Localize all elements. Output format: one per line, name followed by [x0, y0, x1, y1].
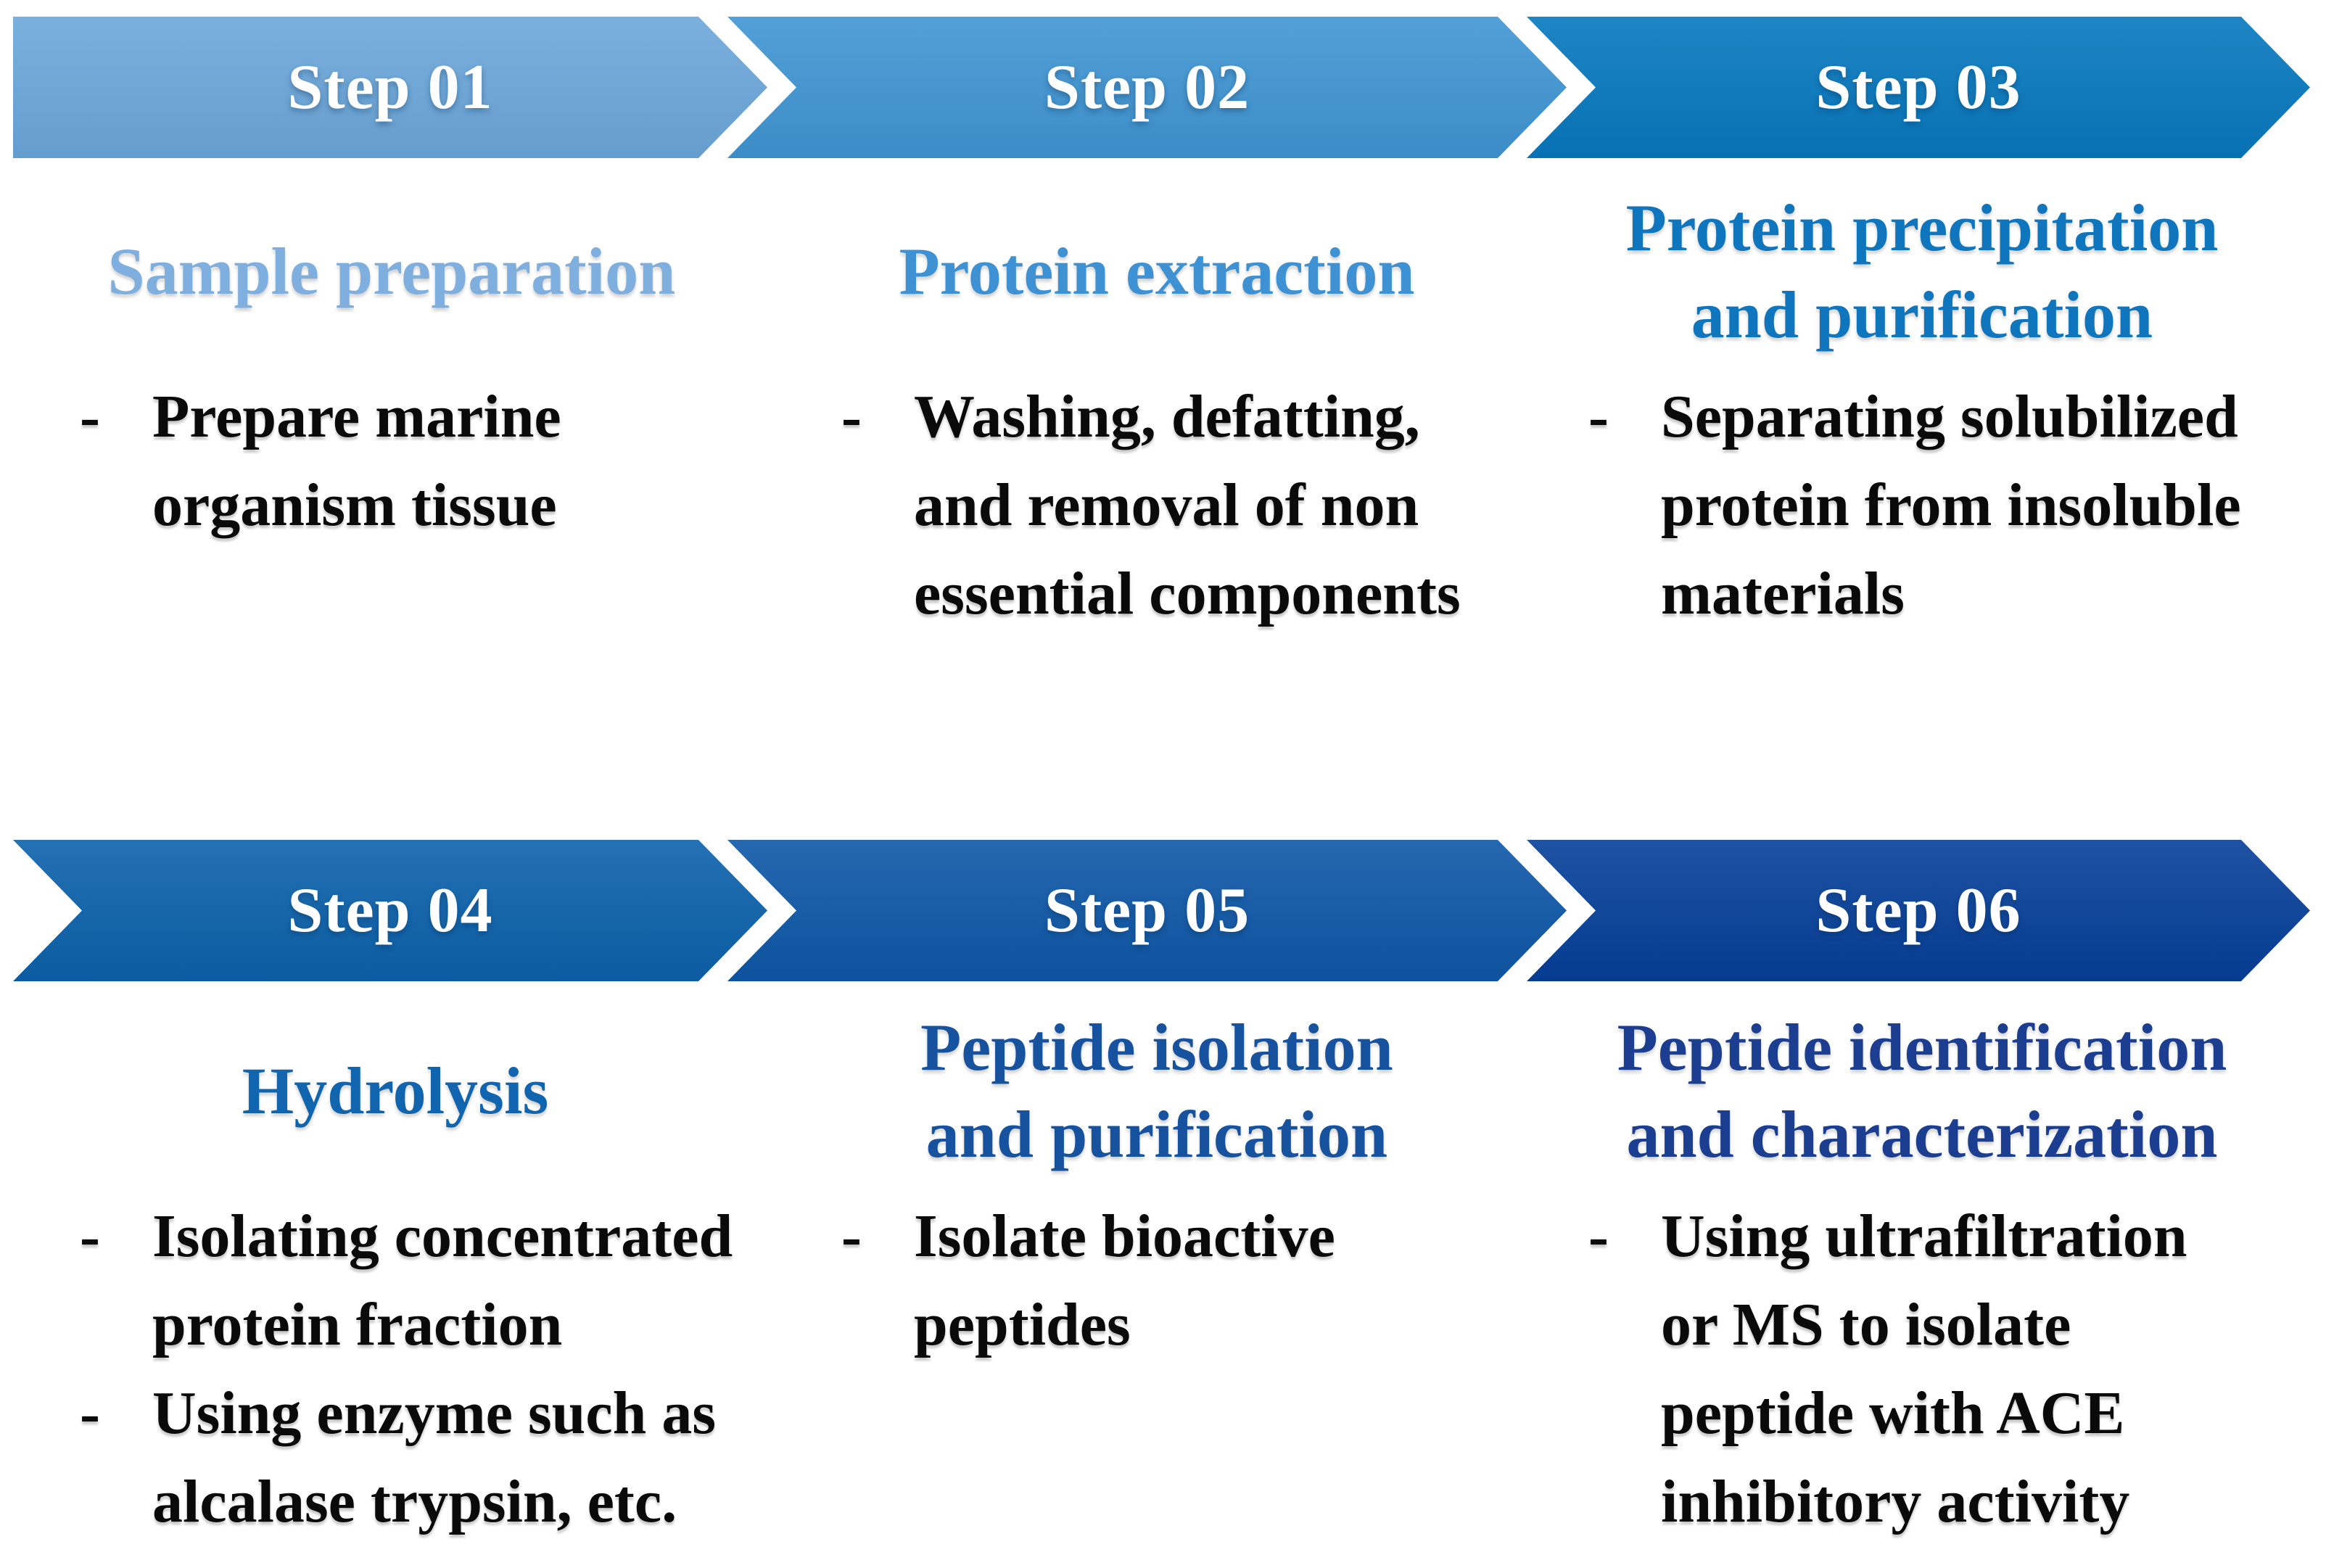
step-06-bullets: - Using ultrafiltration or MS to isolate… — [1538, 1192, 2306, 1546]
step-04-banner-label: Step 04 — [287, 875, 493, 946]
bullet-dash: - — [80, 383, 100, 450]
bullet-line: materials — [1661, 560, 1905, 627]
bullet-item: - Using enzyme such as alcalase trypsin,… — [80, 1369, 762, 1546]
step-03-title-line: and purification — [1691, 278, 2153, 352]
step-03-title-line: Protein precipitation — [1625, 191, 2219, 265]
step-06-column: Peptide identification and characterizat… — [1538, 1004, 2306, 1546]
step-06-banner-label: Step 06 — [1815, 875, 2021, 946]
bullet-line: essential components — [914, 560, 1461, 627]
step-01-title-line: Sample preparation — [107, 234, 676, 308]
bullet-item: - Prepare marine organism tissue — [80, 373, 754, 550]
step-02-banner-label: Step 02 — [1044, 52, 1250, 123]
bullet-dash: - — [1588, 383, 1609, 450]
bullet-line: Isolating concentrated — [152, 1202, 733, 1270]
step-03-column: Protein precipitation and purification -… — [1538, 184, 2306, 638]
step-06-title-line: and characterization — [1626, 1097, 2218, 1171]
step-01-bullets: - Prepare marine organism tissue — [29, 373, 754, 550]
bullet-line: inhibitory activity — [1661, 1468, 2130, 1535]
bullet-dash: - — [841, 1202, 862, 1270]
bullet-line: Washing, defatting, — [914, 383, 1420, 450]
step-01-title: Sample preparation — [29, 184, 754, 358]
bullet-line: and removal of non — [914, 471, 1419, 539]
bullet-dash: - — [1588, 1202, 1609, 1270]
bullet-item: - Washing, defatting, and removal of non… — [841, 373, 1523, 638]
bullet-line: Using ultrafiltration — [1661, 1202, 2187, 1270]
step-04-bullets: - Isolating concentrated protein fractio… — [29, 1192, 762, 1546]
step-04-title-line: Hydrolysis — [242, 1054, 549, 1128]
bullet-dash: - — [80, 1379, 100, 1447]
step-05-title-line: and purification — [925, 1097, 1388, 1171]
step-06-title: Peptide identification and characterizat… — [1538, 1004, 2306, 1178]
step-02-bullets: - Washing, defatting, and removal of non… — [791, 373, 1523, 638]
step-06-banner: Step 06 — [1527, 840, 2310, 981]
step-03-title: Protein precipitation and purification — [1538, 184, 2306, 358]
bullet-line: Prepare marine — [152, 383, 561, 450]
bullet-line: Separating solubilized — [1661, 383, 2238, 450]
step-05-banner-label: Step 05 — [1044, 875, 1250, 946]
step-01-banner: Step 01 — [13, 17, 767, 158]
bullet-line: peptides — [914, 1291, 1131, 1358]
bullet-item: - Separating solubilized protein from in… — [1588, 373, 2306, 638]
bullet-item: - Isolate bioactive peptides — [841, 1192, 1523, 1369]
bullet-line: or MS to isolate — [1661, 1291, 2071, 1358]
step-05-banner: Step 05 — [727, 840, 1567, 981]
bullet-line: protein from insoluble — [1661, 471, 2241, 539]
step-02-banner: Step 02 — [727, 17, 1567, 158]
step-05-title-line: Peptide isolation — [920, 1010, 1393, 1084]
step-04-banner: Step 04 — [13, 840, 767, 981]
step-01-column: Sample preparation - Prepare marine orga… — [29, 184, 754, 550]
bullet-line: Isolate bioactive — [914, 1202, 1335, 1270]
step-03-banner-label: Step 03 — [1815, 52, 2021, 123]
step-05-bullets: - Isolate bioactive peptides — [791, 1192, 1523, 1369]
bullet-dash: - — [80, 1202, 100, 1270]
bullet-line: organism tissue — [152, 471, 557, 539]
step-06-title-line: Peptide identification — [1617, 1010, 2227, 1084]
bullet-line: peptide with ACE — [1661, 1379, 2125, 1447]
bullet-item: - Isolating concentrated protein fractio… — [80, 1192, 762, 1369]
bullet-dash: - — [841, 383, 862, 450]
step-02-title-line: Protein extraction — [899, 234, 1415, 308]
step-01-banner-label: Step 01 — [287, 52, 493, 123]
step-03-banner: Step 03 — [1527, 17, 2310, 158]
step-02-column: Protein extraction - Washing, defatting,… — [791, 184, 1523, 638]
step-05-title: Peptide isolation and purification — [791, 1004, 1523, 1178]
bullet-item: - Using ultrafiltration or MS to isolate… — [1588, 1192, 2306, 1546]
bullet-line: alcalase trypsin, etc. — [152, 1468, 677, 1535]
bullet-line: protein fraction — [152, 1291, 563, 1358]
step-03-bullets: - Separating solubilized protein from in… — [1538, 373, 2306, 638]
step-04-title: Hydrolysis — [29, 1004, 762, 1178]
step-04-column: Hydrolysis - Isolating concentrated prot… — [29, 1004, 762, 1546]
step-05-column: Peptide isolation and purification - Iso… — [791, 1004, 1523, 1369]
bullet-line: Using enzyme such as — [152, 1379, 717, 1447]
step-02-title: Protein extraction — [791, 184, 1523, 358]
